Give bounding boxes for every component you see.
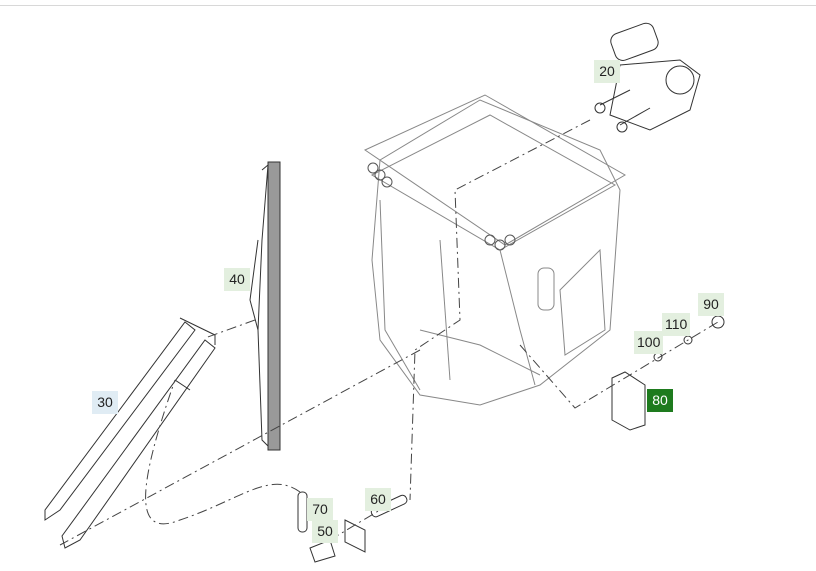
callout-110[interactable]: 110 [662, 313, 691, 336]
callout-90[interactable]: 90 [698, 293, 724, 316]
callout-80[interactable]: 80 [647, 389, 673, 412]
callout-70[interactable]: 70 [307, 498, 333, 521]
cab-illustration [363, 94, 626, 406]
callout-40[interactable]: 40 [224, 268, 250, 291]
callout-50[interactable]: 50 [312, 520, 338, 543]
wiper-arms-illustration [44, 317, 216, 549]
callout-20[interactable]: 20 [594, 60, 620, 83]
cab-lights [367, 162, 516, 251]
callout-100[interactable]: 100 [634, 331, 664, 354]
wiper-blade-illustration [249, 161, 281, 451]
callout-60[interactable]: 60 [365, 488, 391, 511]
leader-lines [59, 119, 719, 546]
top-divider [0, 5, 816, 6]
callout-30[interactable]: 30 [92, 391, 118, 414]
wiper-motor-illustration [594, 22, 701, 133]
